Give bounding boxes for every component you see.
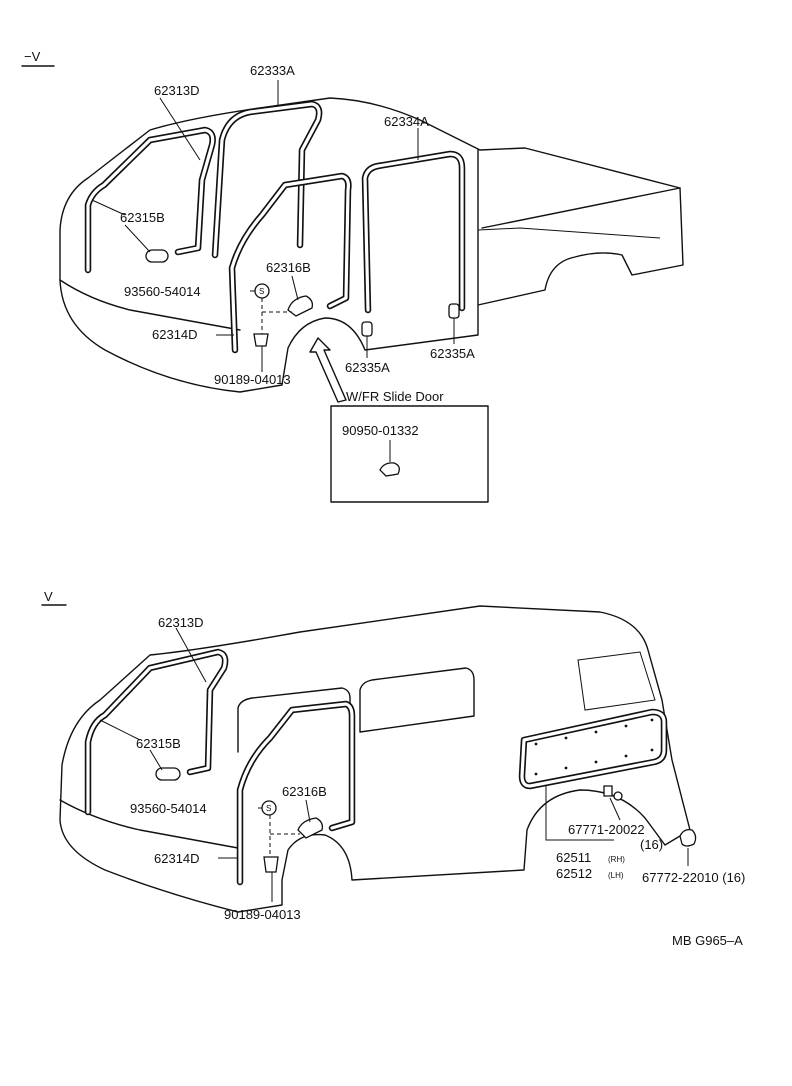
top-bed-side-line [477,227,661,239]
figure-code: MB G965–A [672,933,743,948]
bottom-part-62316B-bracket [297,817,324,839]
label-62315B: 62315B [120,210,165,225]
label-bottom-62314D: 62314D [154,851,200,866]
top-dashed-leaders [261,298,292,334]
inset-part-90950 [379,462,400,477]
label-bottom-93560-54014: 93560-54014 [130,801,207,816]
bottom-part-62315B-clip [155,767,181,781]
callout-arrow [309,337,347,403]
label-62335A-right: 62335A [430,346,475,361]
inset-part-label: 90950-01332 [342,423,419,438]
label-62511-side: (RH) [608,855,625,864]
label-62333A: 62333A [250,63,295,78]
top-front-bumper-line [59,279,241,331]
bottom-windshield-seal [84,648,229,816]
bottom-dashed-leaders [269,815,300,856]
bottom-vehicle-body [59,605,691,913]
label-62316B: 62316B [266,260,311,275]
label-90189-04013: 90189-04013 [214,372,291,387]
bottom-part-67772-screw [679,828,697,847]
bottom-quarter-panel-fasteners [534,718,654,776]
top-vehicle-body [59,97,684,393]
bottom-diagram: V S [41,589,745,948]
label-62313D: 62313D [154,83,200,98]
bottom-rear-window [577,651,656,711]
bottom-front-window [237,687,351,753]
label-67771-20022: 67771-20022 [568,822,645,837]
label-67771-qty: (16) [640,837,663,852]
leader-bottom-62315B [99,719,163,771]
label-62512: 62512 [556,866,592,881]
top-s-symbol: S [259,287,264,296]
bottom-s-symbol: S [266,804,271,813]
label-62512-side: (LH) [608,871,624,880]
bottom-front-bumper-line [59,799,239,849]
inset-box [330,405,489,503]
inset-title: W/FR Slide Door [346,389,444,404]
top-part-62335A-right [448,303,460,319]
top-rear-door-seal [361,150,466,314]
label-93560-54014: 93560-54014 [124,284,201,299]
label-62335A-left: 62335A [345,360,390,375]
leader-bottom-67771 [609,797,621,821]
leader-bottom-62313D [175,627,207,683]
bottom-part-90189-clip [263,856,279,873]
label-bottom-62315B: 62315B [136,736,181,751]
top-diagram: −V S [21,49,684,503]
top-bed-rail-line [481,187,681,229]
leader-62315B [91,199,151,253]
top-part-62316B-bracket [287,295,314,317]
leader-62316B [291,275,299,301]
label-62511: 62511 [556,850,591,865]
label-bottom-62316B: 62316B [282,784,327,799]
bottom-part-67771-clip [603,785,613,797]
leader-bottom-62316B [305,799,311,823]
label-67772-22010: 67772-22010 (16) [642,870,745,885]
top-part-90189-clip [253,333,269,347]
top-part-62315B-clip [145,249,169,263]
label-62314D: 62314D [152,327,198,342]
variant-label-top: −V [24,49,41,64]
label-62334A: 62334A [384,114,429,129]
variant-label-bottom: V [44,589,53,604]
leader-bottom-62511 [545,786,614,841]
label-bottom-90189-04013: 90189-04013 [224,907,301,922]
leader-62313D [159,97,201,161]
top-part-62335A-left [361,321,373,337]
bottom-middle-window [359,667,475,733]
label-bottom-62313D: 62313D [158,615,204,630]
